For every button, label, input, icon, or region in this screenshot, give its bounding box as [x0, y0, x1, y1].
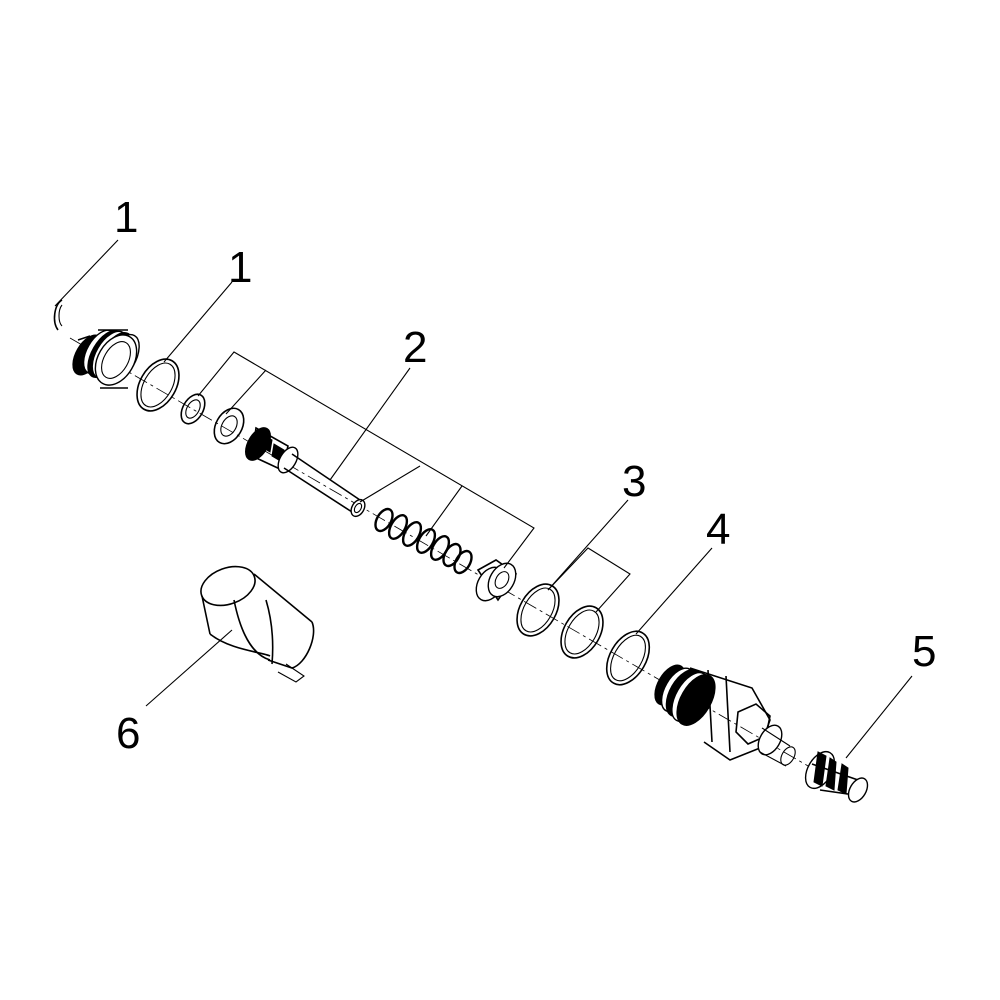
- callout-1-second: 1: [228, 243, 252, 292]
- leader-5: [846, 676, 912, 758]
- cartridge-body: [649, 660, 799, 768]
- callout-4: 4: [706, 505, 730, 554]
- callout-3: 3: [622, 457, 646, 506]
- leader-2-bracket: [198, 352, 534, 568]
- leader-1a: [55, 240, 118, 306]
- leader-lines: [55, 240, 912, 758]
- leader-3-bracket: [548, 548, 630, 612]
- part-6-sleeve: [196, 560, 314, 682]
- leader-2: [330, 368, 410, 480]
- part-5-spline-adapter: [800, 747, 872, 806]
- part-3-o-ring-a: [508, 577, 567, 643]
- part-2-bushing: [471, 558, 522, 605]
- part-1-o-ring: [128, 352, 187, 418]
- part-2-spring: [372, 506, 475, 576]
- part-2-washer: [208, 403, 250, 449]
- leader-4: [636, 548, 712, 634]
- leader-3: [548, 500, 628, 590]
- callout-5: 5: [912, 627, 936, 676]
- part-4-o-ring: [598, 624, 658, 692]
- leader-1b: [164, 282, 232, 362]
- callout-6: 6: [116, 709, 140, 758]
- leader-6: [146, 630, 232, 706]
- callout-2: 2: [403, 323, 427, 372]
- part-3-o-ring-b: [552, 599, 611, 665]
- callout-1-top: 1: [114, 193, 138, 242]
- part-2-small-washer: [176, 390, 209, 428]
- center-axis-line: [70, 338, 815, 770]
- part-1-end-cap: [55, 300, 147, 392]
- part-2-valve-stem: [240, 423, 367, 518]
